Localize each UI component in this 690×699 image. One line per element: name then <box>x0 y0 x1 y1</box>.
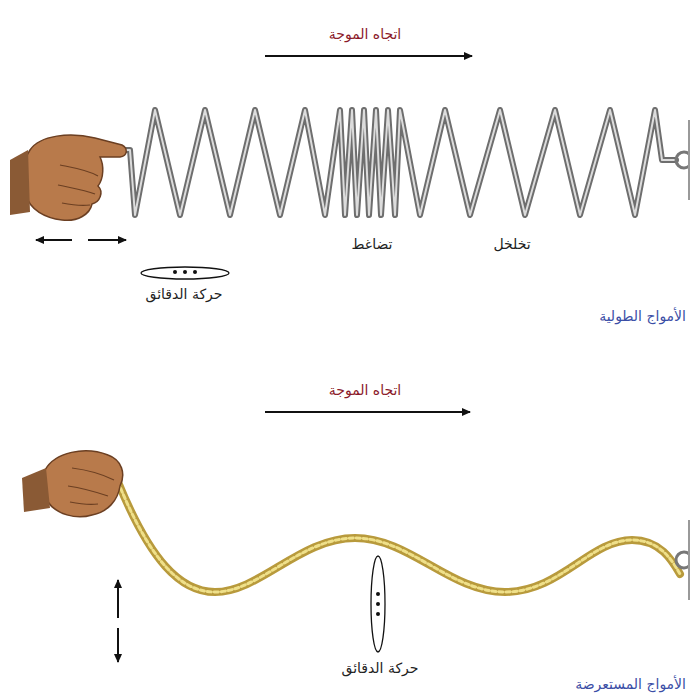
label-text: الأمواج المستعرضة <box>575 674 686 694</box>
motion-arrow <box>36 239 72 241</box>
direction-arrow <box>265 411 470 413</box>
particle-path <box>371 556 385 652</box>
label-text: اتجاه الموجة <box>329 24 402 44</box>
motion-arrow <box>117 628 119 662</box>
label-text: تضاغط <box>352 234 393 254</box>
label-text: حركة الدقائق <box>341 658 418 678</box>
label-text: الأمواج الطولية <box>599 306 686 326</box>
label-text: اتجاه الموجة <box>329 380 402 400</box>
wall-ring <box>676 552 690 568</box>
motion-arrow <box>88 239 126 241</box>
wall-ring <box>676 152 690 168</box>
rope <box>118 482 680 592</box>
motion-arrow <box>117 580 119 618</box>
label-text: حركة الدقائق <box>145 284 222 304</box>
spring <box>118 110 676 215</box>
particle-path <box>141 267 229 279</box>
hand <box>10 135 126 220</box>
label-text: تخلخل <box>493 234 530 254</box>
hand <box>22 451 123 517</box>
direction-arrow <box>265 55 472 57</box>
